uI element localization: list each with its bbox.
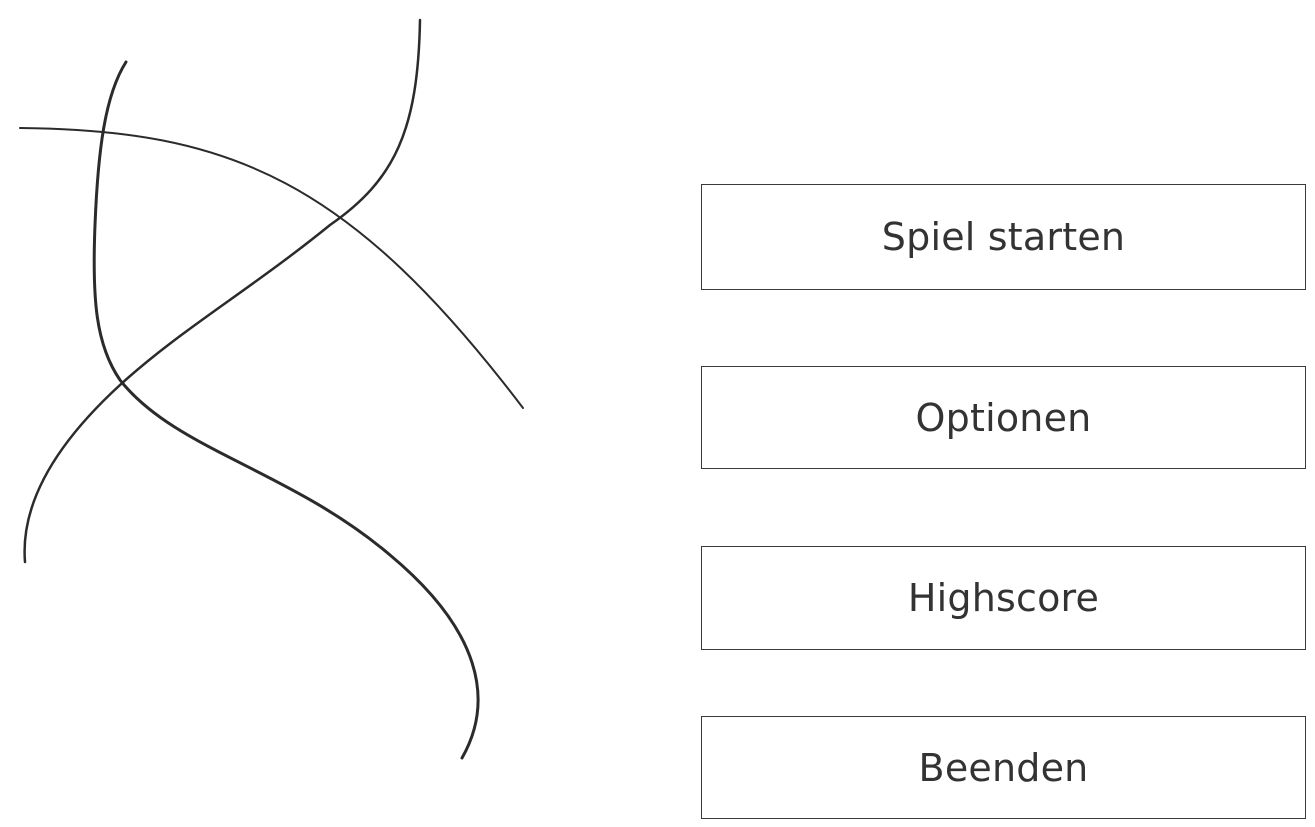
start-game-button[interactable]: Spiel starten	[701, 184, 1306, 290]
start-game-label: Spiel starten	[881, 215, 1126, 259]
decorative-curve-diagonal	[23, 18, 422, 564]
quit-label: Beenden	[918, 745, 1089, 790]
decorative-lines	[19, 18, 524, 760]
decorative-curve-arc	[19, 127, 524, 409]
highscore-label: Highscore	[907, 576, 1100, 620]
quit-button[interactable]: Beenden	[701, 716, 1306, 819]
decorative-curve-s	[92, 60, 480, 760]
options-label: Optionen	[915, 395, 1092, 440]
options-button[interactable]: Optionen	[701, 366, 1306, 469]
highscore-button[interactable]: Highscore	[701, 546, 1306, 650]
